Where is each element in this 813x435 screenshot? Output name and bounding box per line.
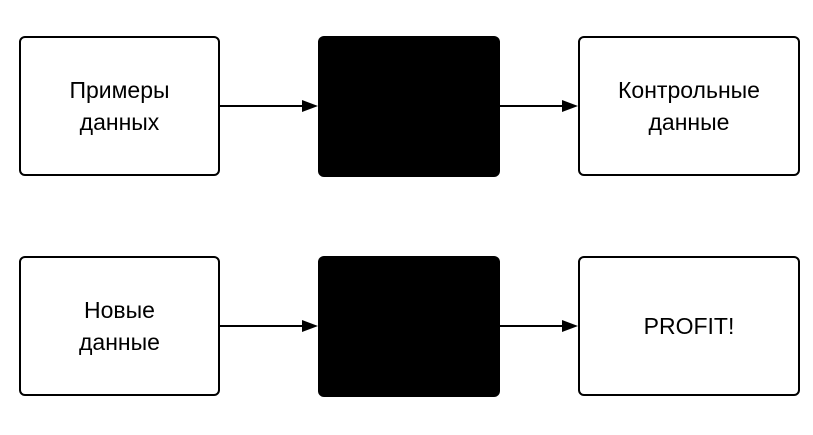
black-box-training (318, 36, 500, 177)
profit-label: PROFIT! (643, 313, 735, 339)
control-data-box: Контрольные данные (578, 36, 800, 176)
profit-box: PROFIT! (578, 256, 800, 396)
new-data-box: Новые данные (19, 256, 220, 396)
training-data-box: Примеры данных (19, 36, 220, 176)
control-data-label: Контрольные данные (618, 77, 760, 135)
arrowhead-blackbox-to-profit (562, 320, 578, 332)
arrowhead-newdata-to-blackbox (302, 320, 318, 332)
new-data-label: Новые данные (79, 297, 160, 355)
arrowhead-blackbox-to-control (562, 100, 578, 112)
arrowhead-training-to-blackbox (302, 100, 318, 112)
training-data-label: Примеры данных (69, 77, 170, 135)
black-box-prediction (318, 256, 500, 397)
